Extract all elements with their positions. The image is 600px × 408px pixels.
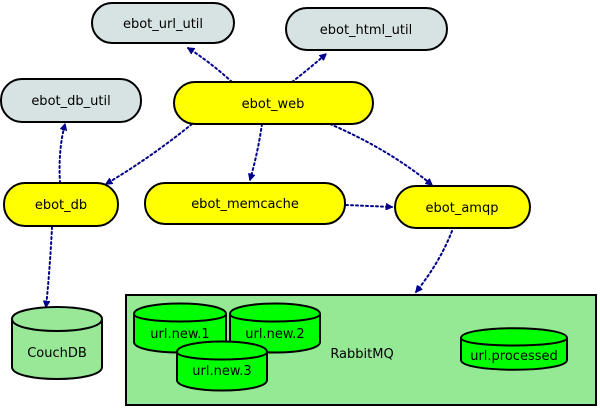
edge-db-to-couchdb — [46, 226, 53, 307]
node-ebot-memcache-label: ebot_memcache — [191, 197, 299, 212]
node-ebot-amqp-label: ebot_amqp — [426, 201, 499, 216]
node-ebot-db-util-label: ebot_db_util — [31, 94, 110, 109]
edge-web-to-amqp — [329, 123, 432, 186]
queue-url-new-3-label: url.new.3 — [192, 364, 251, 379]
edge-web-to-html-util — [291, 53, 326, 83]
edge-amqp-to-rabbitmq — [415, 230, 453, 292]
queue-url-new-3: url.new.3 — [176, 340, 268, 392]
edge-web-to-url-util — [188, 47, 233, 83]
node-ebot-url-util-label: ebot_url_util — [123, 17, 203, 32]
queue-url-new-2-label: url.new.2 — [245, 327, 304, 342]
edge-memcache-to-amqp — [345, 205, 393, 207]
edge-web-to-memcache — [250, 123, 263, 180]
queue-url-new-1-label: url.new.1 — [150, 327, 209, 342]
queue-url-processed: url.processed — [460, 327, 568, 371]
node-ebot-db-label: ebot_db — [35, 198, 87, 213]
node-ebot-html-util-label: ebot_html_util — [320, 23, 412, 38]
node-ebot-web: ebot_web — [173, 81, 374, 125]
node-ebot-url-util: ebot_url_util — [91, 2, 235, 44]
node-ebot-web-label: ebot_web — [242, 97, 305, 112]
node-ebot-html-util: ebot_html_util — [285, 7, 448, 51]
rabbitmq-label: RabbitMQ — [330, 347, 393, 362]
node-ebot-memcache: ebot_memcache — [144, 182, 346, 225]
node-ebot-db-util: ebot_db_util — [0, 78, 142, 123]
queue-url-new-2: url.new.2 — [229, 302, 321, 354]
queue-url-new-1: url.new.1 — [133, 302, 227, 354]
queue-url-processed-label: url.processed — [470, 349, 558, 364]
node-ebot-amqp: ebot_amqp — [394, 185, 531, 229]
node-couchdb-label: CouchDB — [27, 346, 87, 361]
edge-db-to-db-util — [58, 124, 65, 184]
node-ebot-db: ebot_db — [3, 182, 119, 227]
edge-web-to-db — [106, 123, 193, 185]
node-couchdb: CouchDB — [11, 306, 103, 380]
